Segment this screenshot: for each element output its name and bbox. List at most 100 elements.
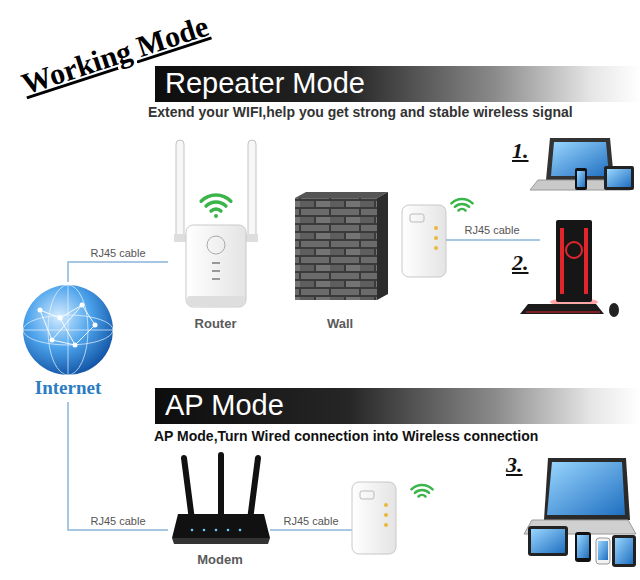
modem-device xyxy=(239,529,242,532)
laptop-group xyxy=(575,168,587,190)
device-group xyxy=(524,458,636,567)
desktop-pc xyxy=(566,242,582,258)
internet-globe xyxy=(80,303,85,308)
cable-connector xyxy=(68,262,168,282)
router-device xyxy=(212,278,220,280)
wifi-symbol xyxy=(411,485,432,489)
router-device xyxy=(248,140,256,240)
brick-wall xyxy=(295,198,377,300)
internet-globe xyxy=(23,285,113,375)
band-heading: AP Mode xyxy=(165,390,284,422)
laptop-group xyxy=(530,138,634,190)
internet-globe xyxy=(38,308,43,313)
repeater-device xyxy=(352,482,396,554)
laptop-group xyxy=(607,169,631,187)
wifi-symbol xyxy=(201,195,231,218)
internet-globe xyxy=(50,338,55,343)
router-device xyxy=(174,140,258,307)
wifi-symbol xyxy=(459,209,466,210)
device-group xyxy=(577,535,589,558)
modem-device xyxy=(227,529,230,532)
desktop-pc xyxy=(560,228,564,294)
modem-node: Modem xyxy=(168,450,272,570)
desktop-pc xyxy=(609,303,619,317)
device-group xyxy=(528,526,568,556)
router-device xyxy=(207,236,225,254)
callout-number: 3. xyxy=(506,452,523,478)
repeater-device xyxy=(410,214,424,222)
callout-number: 1. xyxy=(512,138,529,164)
subtitle: AP Mode,Turn Wired connection into Wirel… xyxy=(154,428,538,445)
device-label: Router xyxy=(195,316,237,332)
internet-globe xyxy=(58,316,63,321)
wifi-symbol xyxy=(211,209,221,211)
device-group xyxy=(596,538,610,564)
band-heading: Repeater Mode xyxy=(165,68,365,100)
desktop-pc xyxy=(556,220,592,302)
device-group xyxy=(544,458,630,520)
cable-label: RJ45 cable xyxy=(281,515,340,528)
globe-label: Internet xyxy=(35,377,101,400)
modem-device xyxy=(172,455,270,544)
router-device xyxy=(212,270,220,272)
repeater-device xyxy=(434,246,438,250)
modem-device xyxy=(191,529,194,532)
wifi-symbol xyxy=(415,490,429,493)
wifi-symbol xyxy=(419,495,426,496)
repeater-device xyxy=(402,205,446,277)
cable-wire xyxy=(446,239,540,241)
router-device xyxy=(186,225,246,307)
callout-number: 2. xyxy=(512,250,529,276)
router-device xyxy=(176,140,184,240)
wifi-symbol xyxy=(455,204,469,207)
wifi-symbol xyxy=(451,199,472,203)
internet-node: Internet xyxy=(10,282,126,402)
repeater-device xyxy=(360,491,374,499)
router-device xyxy=(246,234,258,242)
subtitle: Extend your WIFI,help you get strong and… xyxy=(148,104,573,121)
cable-wire xyxy=(270,529,352,531)
internet-globe xyxy=(68,285,69,375)
router-node: Router xyxy=(168,138,263,334)
brick-wall xyxy=(377,192,388,300)
wifi-symbol xyxy=(206,202,226,206)
cable-connector xyxy=(68,402,168,530)
modem-device xyxy=(250,458,258,520)
modem-device xyxy=(215,529,218,532)
mode-band: AP Mode xyxy=(155,388,640,424)
mode-band: Repeater Mode xyxy=(155,66,640,102)
router-device xyxy=(212,262,220,264)
internet-globe xyxy=(73,343,78,348)
modem-device xyxy=(203,529,206,532)
wifi-symbol xyxy=(214,214,218,218)
modem-device xyxy=(172,514,270,538)
repeater-device xyxy=(402,205,446,277)
internet-globe xyxy=(93,323,98,328)
cable-label: RJ45 cable xyxy=(88,515,147,528)
brick-wall xyxy=(295,192,388,198)
router-device xyxy=(187,296,245,306)
desktop-pc xyxy=(584,228,588,294)
repeater-device xyxy=(352,482,396,554)
repeater-device xyxy=(384,513,388,517)
repeater-device xyxy=(384,523,388,527)
internet-globe xyxy=(23,285,113,375)
router-device xyxy=(174,234,186,242)
device-group xyxy=(598,541,608,560)
repeater-device xyxy=(434,226,438,230)
laptop-group xyxy=(577,171,585,187)
desktop-pc xyxy=(520,304,604,314)
wifi-symbol xyxy=(411,485,432,496)
modem-device xyxy=(218,455,224,516)
cable-label: RJ45 cable xyxy=(462,224,521,237)
device-group xyxy=(575,532,591,562)
laptop-group xyxy=(604,166,634,190)
desktop-pc xyxy=(520,220,619,317)
device-group xyxy=(531,529,565,553)
wifi-symbol xyxy=(451,199,472,210)
device-label: Modem xyxy=(197,552,243,568)
device-group xyxy=(615,538,633,564)
desktop-pc xyxy=(526,312,600,313)
repeater-device xyxy=(434,236,438,240)
